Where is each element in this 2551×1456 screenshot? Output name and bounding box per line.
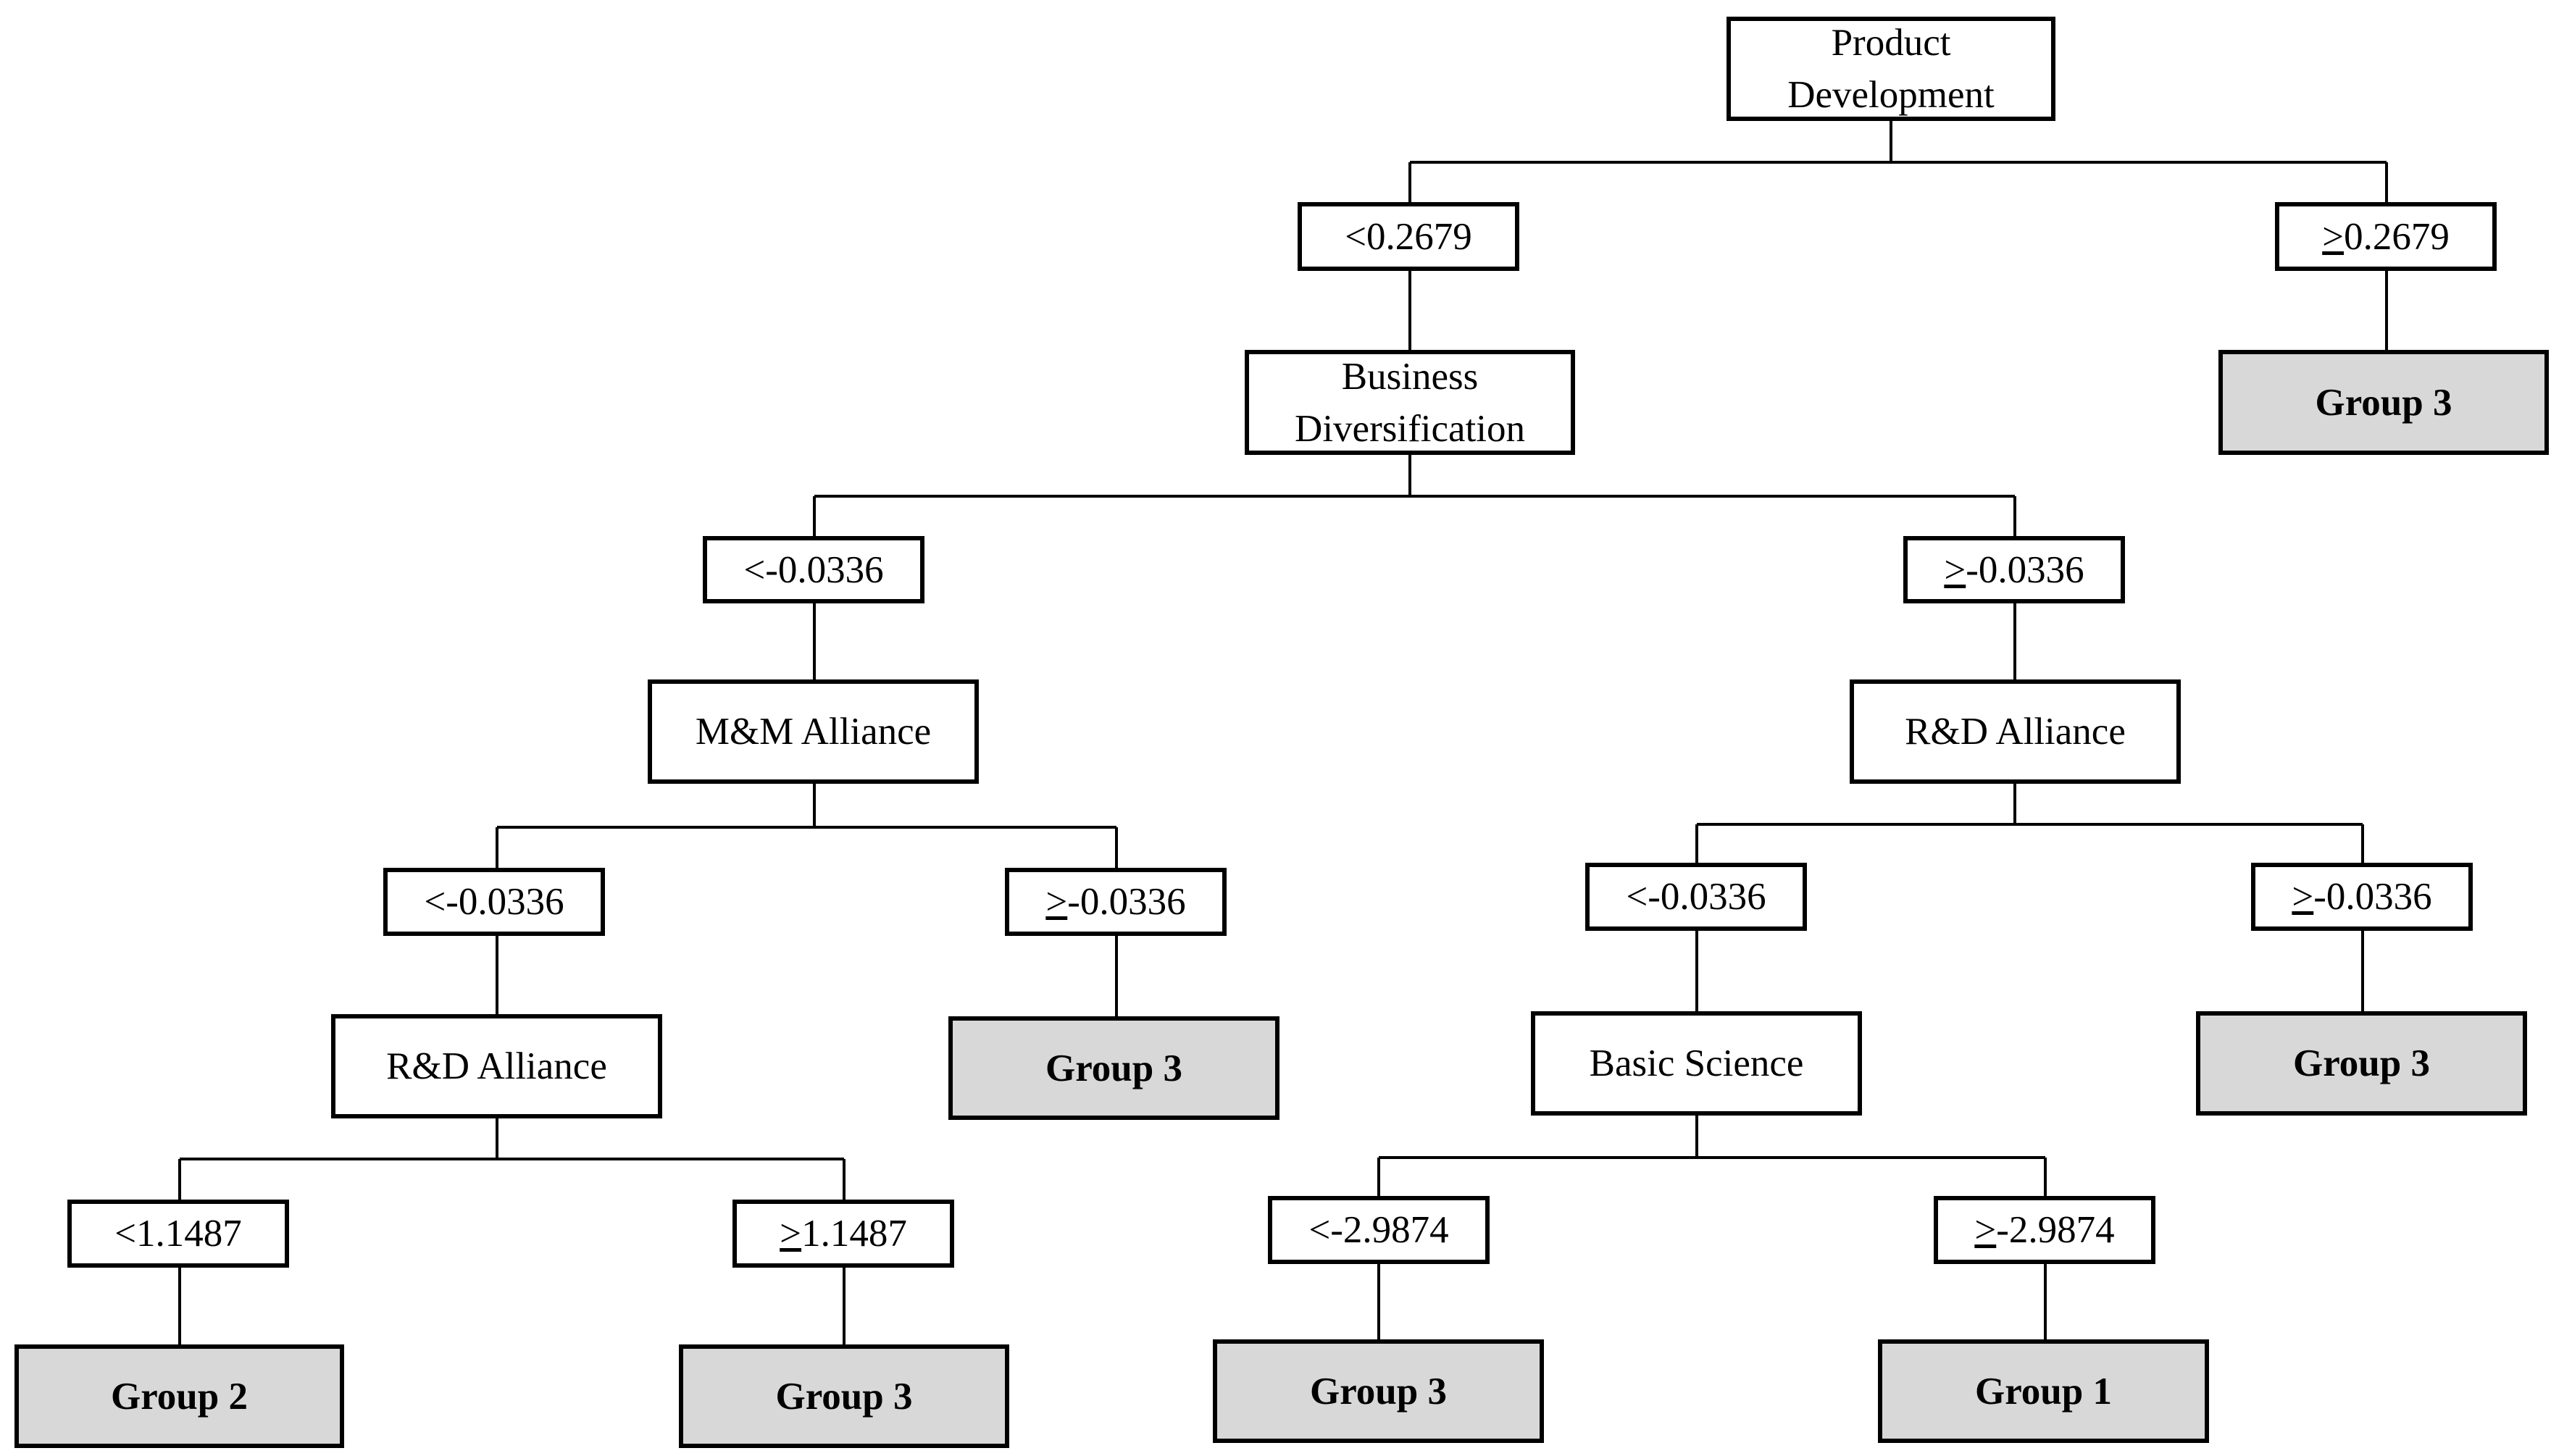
leaf-group: Group 3 (2196, 1011, 2527, 1116)
branch-label: <-0.0336 (1626, 876, 1766, 918)
branch-mm-alliance-ge: >-0.0336 (1005, 868, 1227, 936)
leaf-label: Group 3 (2293, 1042, 2430, 1084)
branch-label: >-0.0336 (2292, 871, 2431, 923)
ge-symbol: > (2292, 876, 2314, 918)
node-basic-science: Basic Science (1531, 1011, 1862, 1116)
leaf-group: Group 3 (948, 1016, 1279, 1120)
branch-threshold: -0.0336 (1067, 881, 1186, 923)
branch-business-diversification-ge: >-0.0336 (1903, 536, 2125, 603)
branch-basic-science-lt: <-2.9874 (1268, 1196, 1490, 1264)
node-rd-alliance-left: R&D Alliance (331, 1014, 662, 1118)
node-label: R&D Alliance (1905, 711, 2126, 753)
ge-symbol: > (1974, 1209, 1997, 1251)
branch-threshold: -0.0336 (1966, 548, 2084, 591)
leaf-label: Group 3 (1045, 1047, 1182, 1089)
branch-label: >-0.0336 (1944, 544, 2084, 596)
branch-basic-science-ge: >-2.9874 (1934, 1196, 2155, 1264)
branch-label: <-0.0336 (743, 548, 884, 591)
ge-symbol: > (780, 1213, 802, 1255)
node-mm-alliance: M&M Alliance (648, 679, 979, 784)
node-business-diversification: Business Diversification (1245, 350, 1575, 455)
branch-threshold: -2.9874 (1996, 1209, 2115, 1251)
branch-threshold: 1.1487 (801, 1213, 907, 1255)
branch-rd-alliance-left-ge: >1.1487 (732, 1200, 954, 1268)
leaf-group: Group 3 (679, 1344, 1009, 1448)
branch-rd-alliance-right-lt: <-0.0336 (1585, 863, 1807, 931)
leaf-group: Group 1 (1878, 1339, 2209, 1443)
ge-symbol: > (1045, 881, 1068, 923)
leaf-label: Group 2 (111, 1375, 248, 1418)
node-label: Business Diversification (1295, 355, 1525, 450)
branch-product-development-ge: >0.2679 (2275, 202, 2497, 271)
branch-threshold: 0.2679 (2344, 215, 2450, 258)
node-label: R&D Alliance (386, 1045, 607, 1087)
node-label: Basic Science (1589, 1042, 1804, 1084)
branch-label: <-2.9874 (1308, 1209, 1449, 1251)
node-rd-alliance-right: R&D Alliance (1850, 679, 2181, 784)
leaf-label: Group 3 (2315, 381, 2452, 424)
branch-product-development-lt: <0.2679 (1298, 202, 1519, 271)
leaf-group: Group 3 (1213, 1339, 1544, 1443)
node-product-development: Product Development (1727, 17, 2055, 121)
leaf-label: Group 3 (775, 1375, 913, 1418)
branch-rd-alliance-right-ge: >-0.0336 (2251, 863, 2473, 931)
branch-label: >0.2679 (2322, 211, 2450, 263)
branch-rd-alliance-left-lt: <1.1487 (67, 1200, 289, 1268)
leaf-label: Group 3 (1310, 1370, 1447, 1413)
leaf-label: Group 1 (1975, 1370, 2112, 1413)
leaf-group: Group 2 (14, 1344, 344, 1448)
ge-symbol: > (2322, 215, 2345, 258)
leaf-group: Group 3 (2218, 350, 2549, 455)
branch-business-diversification-lt: <-0.0336 (703, 536, 924, 603)
node-label: M&M Alliance (695, 711, 932, 753)
branch-label: <-0.0336 (424, 881, 564, 923)
branch-mm-alliance-lt: <-0.0336 (383, 868, 605, 936)
branch-threshold: -0.0336 (2313, 876, 2432, 918)
branch-label: <0.2679 (1345, 215, 1472, 258)
branch-label: >1.1487 (780, 1208, 907, 1260)
ge-symbol: > (1944, 548, 1966, 591)
branch-label: >-2.9874 (1974, 1204, 2114, 1256)
branch-label: <1.1487 (114, 1213, 242, 1255)
branch-label: >-0.0336 (1045, 876, 1185, 928)
node-label: Product Development (1787, 22, 1995, 116)
